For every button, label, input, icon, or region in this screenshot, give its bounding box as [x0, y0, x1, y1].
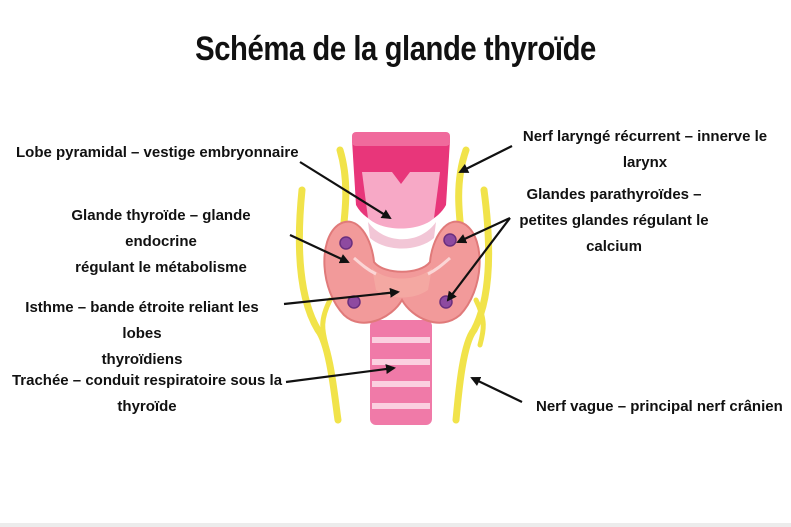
- label-nerf-laryng: Nerf laryngé récurrent – innerve le lary…: [514, 124, 776, 176]
- diagram-title: Schéma de la glande thyroïde: [195, 30, 596, 68]
- label-trachee-line-1: Trachée – conduit respiratoire sous la: [11, 372, 283, 389]
- trachea: [370, 320, 432, 425]
- label-parathy-line-3: calcium: [586, 238, 642, 255]
- bottom-divider: [0, 523, 791, 527]
- label-trachee: Trachée – conduit respiratoire sous la t…: [10, 368, 284, 420]
- label-isthme-line-2: thyroïdiens: [101, 351, 183, 368]
- label-trachee-line-2: thyroïde: [117, 398, 177, 415]
- thyroid-gland: [323, 220, 481, 324]
- parathyroid-upper-right: [443, 233, 457, 247]
- label-isthme: Isthme – bande étroite reliant les lobes…: [4, 295, 280, 373]
- label-glande-thyroide: Glande thyroïde – glande endocrine régul…: [36, 203, 286, 281]
- recurrent-laryngeal-nerves: [320, 297, 486, 348]
- label-parathy-line-1: Glandes parathyroïdes –: [526, 186, 702, 203]
- label-lobe-pyramidal: Lobe pyramidal – vestige embryonnaire: [16, 144, 299, 161]
- pointer-arrows: [283, 145, 523, 403]
- label-nerf-vague: Nerf vague – principal nerf crânien: [536, 398, 783, 415]
- label-isthme-line-1: Isthme – bande étroite reliant les lobes: [25, 299, 259, 342]
- larynx: [352, 132, 450, 249]
- label-parathy-line-2: petites glandes régulant le: [519, 212, 709, 229]
- parathyroid-upper-left: [339, 236, 353, 250]
- label-parathyroides: Glandes parathyroïdes – petites glandes …: [512, 182, 716, 260]
- label-glande-line-1: Glande thyroïde – glande endocrine: [71, 207, 251, 250]
- parathyroid-glands: [339, 233, 457, 309]
- label-nerf-laryng-line-1: Nerf laryngé récurrent – innerve le: [522, 128, 768, 145]
- label-glande-line-2: régulant le métabolisme: [75, 259, 247, 276]
- label-nerf-laryng-line-2: larynx: [622, 154, 668, 171]
